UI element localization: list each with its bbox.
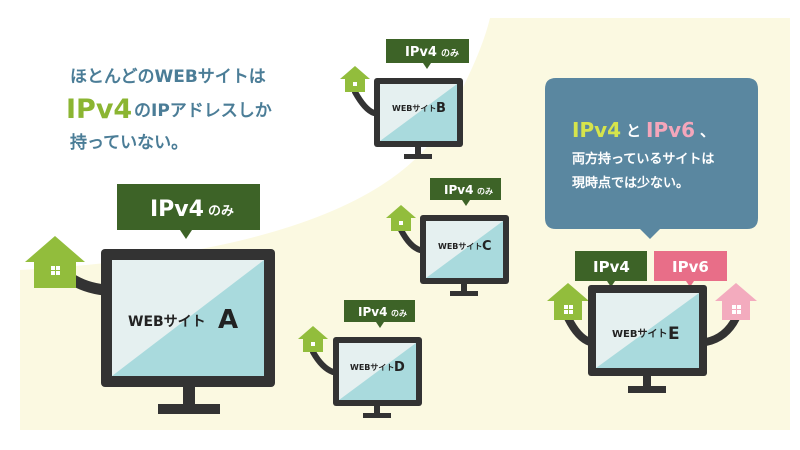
site-letter-d: D — [394, 360, 405, 375]
intro-line1: ほとんどのWEBサイトは — [70, 67, 266, 87]
house-icon — [386, 205, 423, 253]
callout-ipv6: IPv6 — [646, 118, 695, 142]
monitor-icon — [101, 249, 275, 414]
callout-ipv4: IPv4 — [572, 118, 621, 142]
tag-ipv6-e: IPv6 — [654, 251, 727, 287]
monitor-icon — [333, 337, 422, 418]
intro-text: ほとんどのWEBサイトは IPv4 のIPアドレスしか 持っていない。 — [66, 67, 272, 153]
website-e: IPv4 IPv6 WEBサイト E — [547, 251, 757, 393]
tag-only-label: のみ — [208, 204, 234, 219]
website-c: IPv4 のみ WEBサイト C — [386, 178, 509, 296]
callout-box: IPv4 と IPv6 、 両方持っているサイトは 現時点では少ない。 — [545, 78, 758, 239]
callout-line3: 現時点では少ない。 — [572, 175, 689, 191]
callout-and: と — [626, 122, 641, 140]
house-icon — [340, 66, 377, 116]
tag-ipv4-label: IPv4 — [358, 305, 387, 319]
tag-ipv4-only-a: IPv4 のみ — [117, 184, 260, 239]
house-icon-pink — [702, 283, 757, 346]
tag-ipv4-e: IPv4 — [575, 251, 647, 287]
callout-line2: 両方持っているサイトは — [572, 151, 714, 167]
tag-ipv4-only-c: IPv4 のみ — [430, 178, 501, 206]
monitor-icon — [374, 78, 463, 159]
house-icon — [25, 236, 111, 296]
tag-ipv4-only-b: IPv4 のみ — [386, 39, 469, 69]
tag-ipv4-label: IPv4 — [405, 45, 437, 60]
tag-only-label: のみ — [477, 187, 493, 196]
tag-only-label: のみ — [391, 309, 407, 318]
site-letter-c: C — [482, 239, 492, 254]
site-letter-e: E — [668, 324, 680, 344]
tag-ipv4-label: IPv4 — [444, 183, 473, 197]
site-prefix-label: WEBサイト — [350, 363, 394, 372]
intro-line2: のIPアドレスしか — [134, 101, 272, 121]
house-icon — [298, 326, 336, 375]
site-letter-a: A — [218, 305, 238, 335]
intro-ipv4-emphasis: IPv4 — [66, 94, 132, 125]
tag-only-label: のみ — [441, 48, 459, 59]
site-letter-b: B — [436, 101, 446, 116]
monitor-icon — [420, 215, 509, 296]
tag-ipv4-label: IPv4 — [150, 197, 204, 222]
callout-comma: 、 — [700, 122, 715, 140]
monitor-icon — [588, 285, 707, 393]
site-prefix-label: WEBサイト — [612, 328, 667, 340]
website-b: IPv4 のみ WEBサイト B — [340, 39, 469, 159]
site-prefix-label: WEBサイト — [392, 104, 436, 113]
website-a: IPv4 のみ WEBサイト A — [25, 184, 275, 414]
tag-ipv4-label: IPv4 — [593, 258, 630, 276]
site-prefix-label: WEBサイト — [438, 242, 482, 251]
tag-ipv6-label: IPv6 — [672, 258, 709, 276]
website-d: IPv4 のみ WEBサイト D — [298, 300, 422, 418]
site-prefix-label: WEBサイト — [128, 314, 206, 330]
tag-ipv4-only-d: IPv4 のみ — [344, 300, 415, 328]
intro-line3: 持っていない。 — [70, 132, 188, 153]
